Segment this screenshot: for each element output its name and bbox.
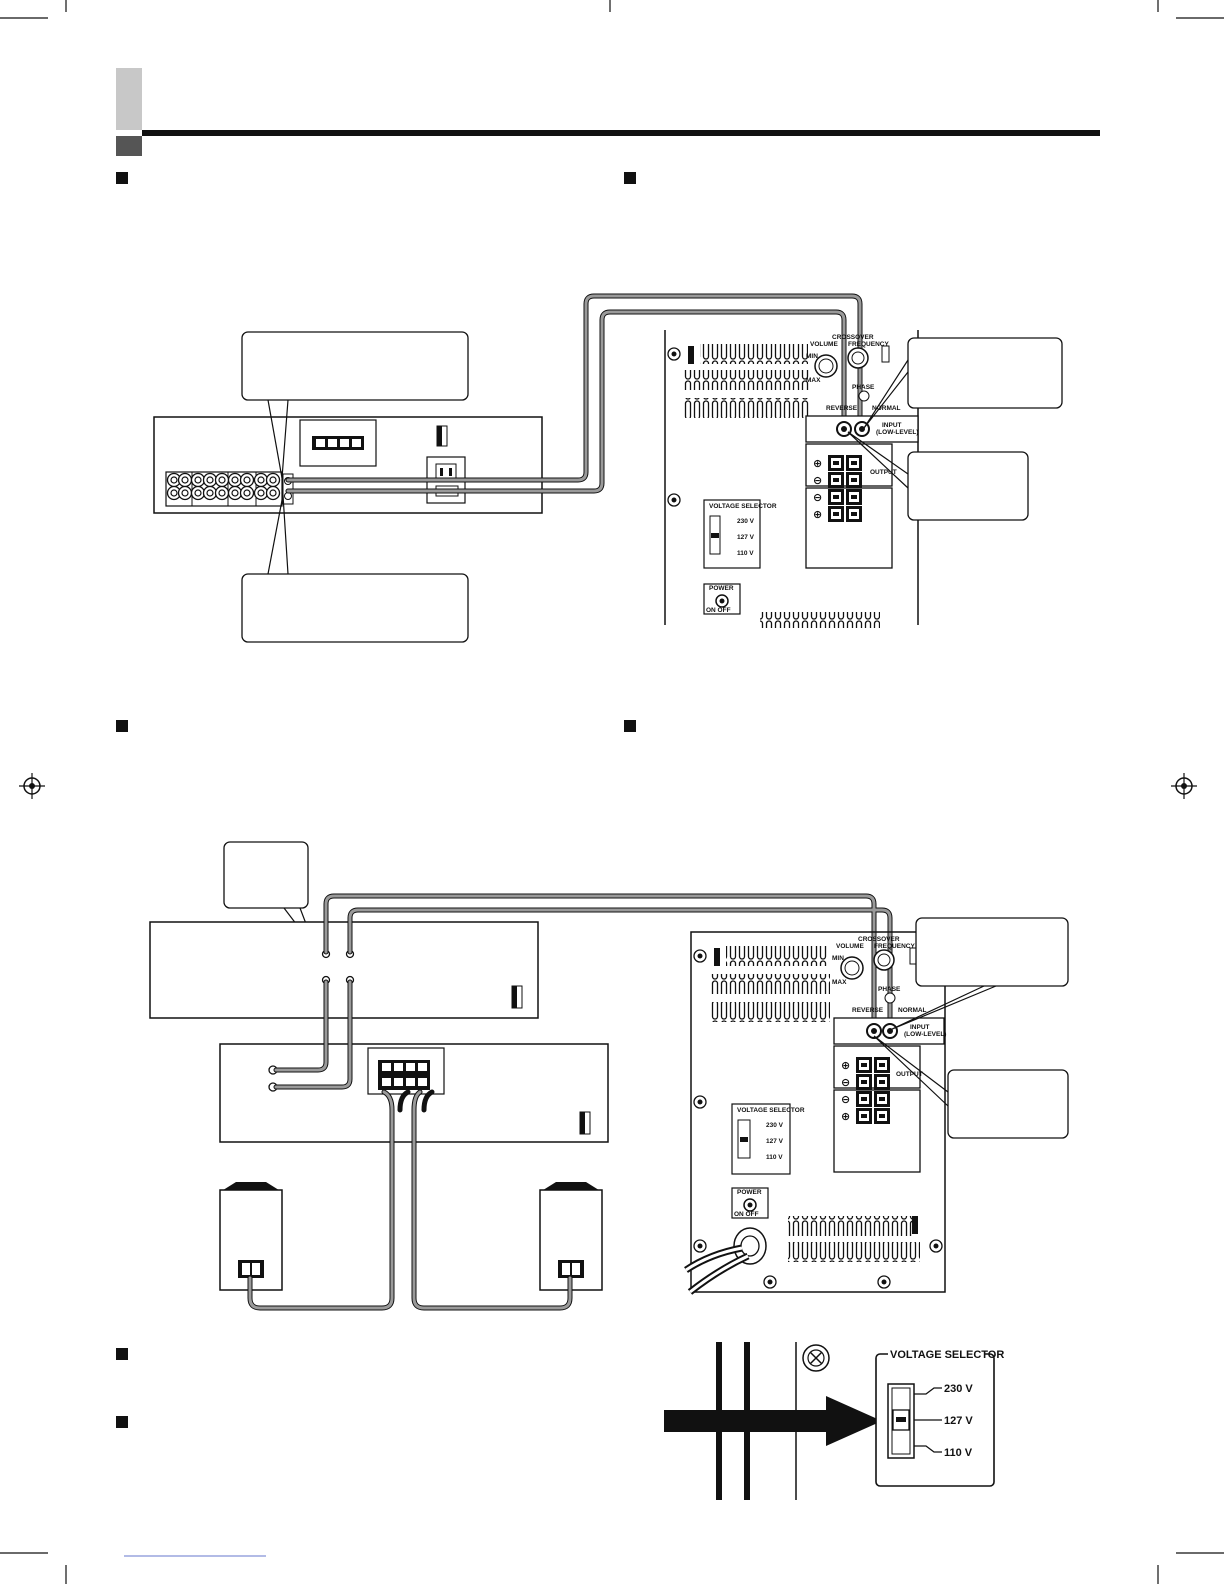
amplifier-rear-panel bbox=[153, 416, 543, 514]
frequency-label: FREQUENCY bbox=[848, 341, 889, 348]
v230-small-b: 230 V bbox=[766, 1122, 784, 1129]
section-bullets bbox=[116, 172, 636, 1428]
voltage-selector-small-label: VOLTAGE SELECTOR bbox=[709, 503, 777, 510]
registration-mark-right bbox=[1170, 772, 1198, 800]
input-label-b: INPUT bbox=[910, 1024, 930, 1031]
preamp-rear-panel bbox=[149, 921, 539, 1019]
normal-label: NORMAL bbox=[872, 405, 901, 412]
svg-text:⊖: ⊖ bbox=[813, 475, 822, 487]
power-label-b: POWER bbox=[737, 1189, 762, 1196]
normal-label-b: NORMAL bbox=[898, 1007, 927, 1014]
voltage-selector-detail: VOLTAGE SELECTOR 230 V 127 V 110 V bbox=[664, 1342, 1004, 1500]
callout-box-input-left-b bbox=[915, 917, 1069, 987]
volume-label: VOLUME bbox=[810, 341, 838, 348]
max-label-b: MAX bbox=[832, 979, 847, 986]
cables-bottom bbox=[247, 893, 893, 1311]
voltage-110v: 110 V bbox=[944, 1447, 973, 1459]
crossover-label-b: CROSSOVER bbox=[858, 936, 900, 943]
power-sub-label-b: ON OFF bbox=[734, 1211, 759, 1218]
callout-box-input-right bbox=[907, 451, 1029, 521]
callout-box-input-left bbox=[907, 337, 1063, 409]
speaker-left bbox=[219, 1182, 283, 1291]
v230-small: 230 V bbox=[737, 518, 755, 525]
cable-top-lower bbox=[285, 309, 847, 494]
output-label: OUTPUT bbox=[870, 469, 897, 476]
svg-text:⊖: ⊖ bbox=[841, 1077, 850, 1089]
input-label: INPUT bbox=[882, 422, 902, 429]
v110-small: 110 V bbox=[737, 550, 754, 557]
input-sub-label-b: (LOW-LEVEL) bbox=[904, 1031, 946, 1038]
voltage-127v: 127 V bbox=[944, 1415, 973, 1427]
svg-text:⊕: ⊕ bbox=[841, 1060, 850, 1072]
power-label: POWER bbox=[709, 585, 734, 592]
phase-label-b: PHASE bbox=[878, 986, 901, 993]
svg-text:⊖: ⊖ bbox=[841, 1094, 850, 1106]
volume-label-b: VOLUME bbox=[836, 943, 864, 950]
arrow-icon bbox=[664, 1396, 882, 1446]
svg-text:⊕: ⊕ bbox=[841, 1111, 850, 1123]
callout-box-subwoofer-out bbox=[241, 573, 469, 643]
svg-text:⊕: ⊕ bbox=[813, 509, 822, 521]
v110-small-b: 110 V bbox=[766, 1154, 783, 1161]
crossover-label: CROSSOVER bbox=[832, 334, 874, 341]
subwoofer-rear-panel-bottom: CROSSOVER FREQUENCY VOLUME MIN MAX PHASE… bbox=[684, 931, 946, 1295]
voltage-selector-small-label-b: VOLTAGE SELECTOR bbox=[737, 1107, 805, 1114]
subwoofer-rear-panel-top: CROSSOVER FREQUENCY VOLUME MIN MAX PHASE… bbox=[664, 330, 919, 628]
speaker-right bbox=[539, 1182, 603, 1291]
callout-box-preamp-out bbox=[223, 841, 309, 909]
input-sub-label: (LOW-LEVEL) bbox=[876, 429, 918, 436]
page-header bbox=[116, 68, 1100, 156]
cable-top-upper bbox=[285, 293, 863, 483]
callout-box-pre-out bbox=[241, 331, 469, 401]
phase-label: PHASE bbox=[852, 384, 875, 391]
max-label: MAX bbox=[806, 377, 821, 384]
callout-box-input-right-b bbox=[947, 1069, 1069, 1139]
frequency-label-b: FREQUENCY bbox=[874, 943, 915, 950]
voltage-selector-title: VOLTAGE SELECTOR bbox=[890, 1349, 1004, 1361]
reverse-label-b: REVERSE bbox=[852, 1007, 884, 1014]
svg-text:⊕: ⊕ bbox=[813, 458, 822, 470]
svg-text:⊖: ⊖ bbox=[813, 492, 822, 504]
power-sub-label: ON OFF bbox=[706, 607, 731, 614]
min-label: MIN bbox=[806, 353, 818, 360]
registration-mark-left bbox=[18, 772, 46, 800]
output-label-b: OUTPUT bbox=[896, 1071, 923, 1078]
v127-small: 127 V bbox=[737, 534, 755, 541]
voltage-230v: 230 V bbox=[944, 1383, 973, 1395]
reverse-label: REVERSE bbox=[826, 405, 858, 412]
v127-small-b: 127 V bbox=[766, 1138, 784, 1145]
min-label-b: MIN bbox=[832, 955, 844, 962]
